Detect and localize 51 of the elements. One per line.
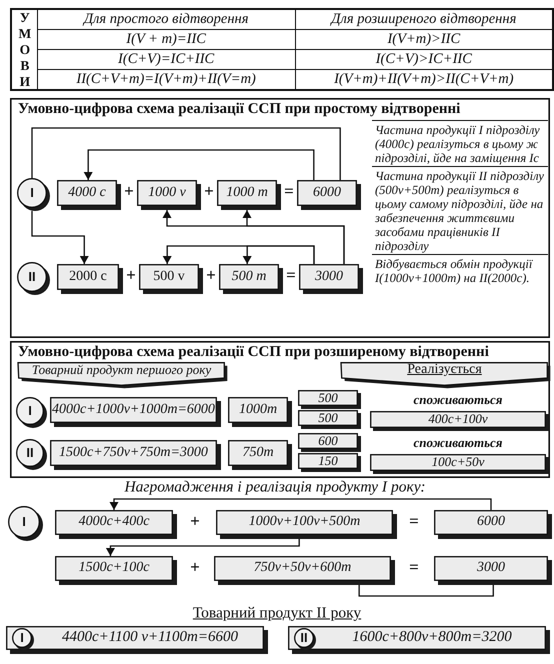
numeral-circle: I (17, 178, 50, 211)
formula-text: 1600c+800v+800m=3200 (352, 629, 512, 647)
numeral-circle: I (16, 397, 47, 428)
connector-line (358, 585, 494, 597)
numeral-circle: II (16, 439, 47, 470)
numeral-circle: II (294, 628, 316, 650)
value-box: 600 (298, 433, 361, 452)
formula-box: 400c+100v (370, 411, 549, 431)
value-box: 500 (298, 390, 361, 409)
column-header: Для простого відтворення (37, 9, 296, 30)
numeral-circle: I (12, 628, 34, 650)
plus-sign: + (124, 182, 134, 202)
section-frame (10, 341, 550, 478)
note-text: Частина продукції II підрозділу (500v+500m) реалізуться в цьому самому підрозділі, йде на забезпечення життєвими засобами працівників II підрозділу (374, 169, 545, 253)
note-text: Частина продукції I підрозділу (4000с) реалізуться в цьому ж підрозділі, йде на заміщення Ic (374, 123, 541, 165)
section-heading: Нагромадження і реалізація продукту I року: (124, 478, 426, 496)
numeral-circle: I (8, 506, 43, 541)
connector-arrow (31, 211, 89, 264)
formula-cell: I(C+V)=IC+IIC (37, 50, 296, 70)
formula-bar (288, 626, 550, 654)
connector-arrow (106, 539, 300, 556)
section-title: Умовно-цифрова схема реалізації ССП при простому відтворенні (18, 101, 460, 117)
formula-text: 4400c+1100 v+1100m=6600 (62, 629, 238, 647)
formula-bar (6, 626, 268, 654)
section-title: Умовно-цифрова схема реалізації ССП при розширеному відтворенні (18, 344, 489, 360)
down-arrow-banner: Товарний продукт першого року (18, 362, 228, 389)
plus-sign: + (190, 512, 200, 532)
value-box: 500 (298, 410, 361, 429)
connector-arrow (110, 498, 492, 510)
plus-sign: + (204, 182, 214, 202)
down-arrow-banner: Реалізується (341, 362, 551, 389)
section-heading: Товарний продукт II року (192, 604, 362, 622)
plus-sign: + (206, 266, 216, 286)
equals-sign: = (409, 512, 419, 532)
connector-line (31, 127, 341, 180)
formula-cell: I(V + m)=IIC (37, 30, 296, 50)
plus-sign: + (126, 266, 136, 286)
numeral-circle: II (17, 262, 50, 295)
formula-box: 100c+50v (370, 454, 549, 474)
annotation-text: споживаються (414, 392, 502, 408)
connector-arrow (242, 245, 315, 264)
equals-sign: = (409, 558, 419, 578)
value-box: 150 (298, 453, 361, 472)
connector-arrow (84, 149, 314, 180)
section-frame (10, 98, 550, 338)
annotation-text: споживаються (414, 436, 502, 450)
equals-sign: = (284, 182, 294, 202)
plus-sign: + (190, 558, 200, 578)
note-text: Відбувається обмін продукції I(1000v+1000m) на II(2000c). (374, 257, 534, 285)
connector-arrow (242, 210, 345, 264)
equals-sign: = (286, 266, 296, 286)
